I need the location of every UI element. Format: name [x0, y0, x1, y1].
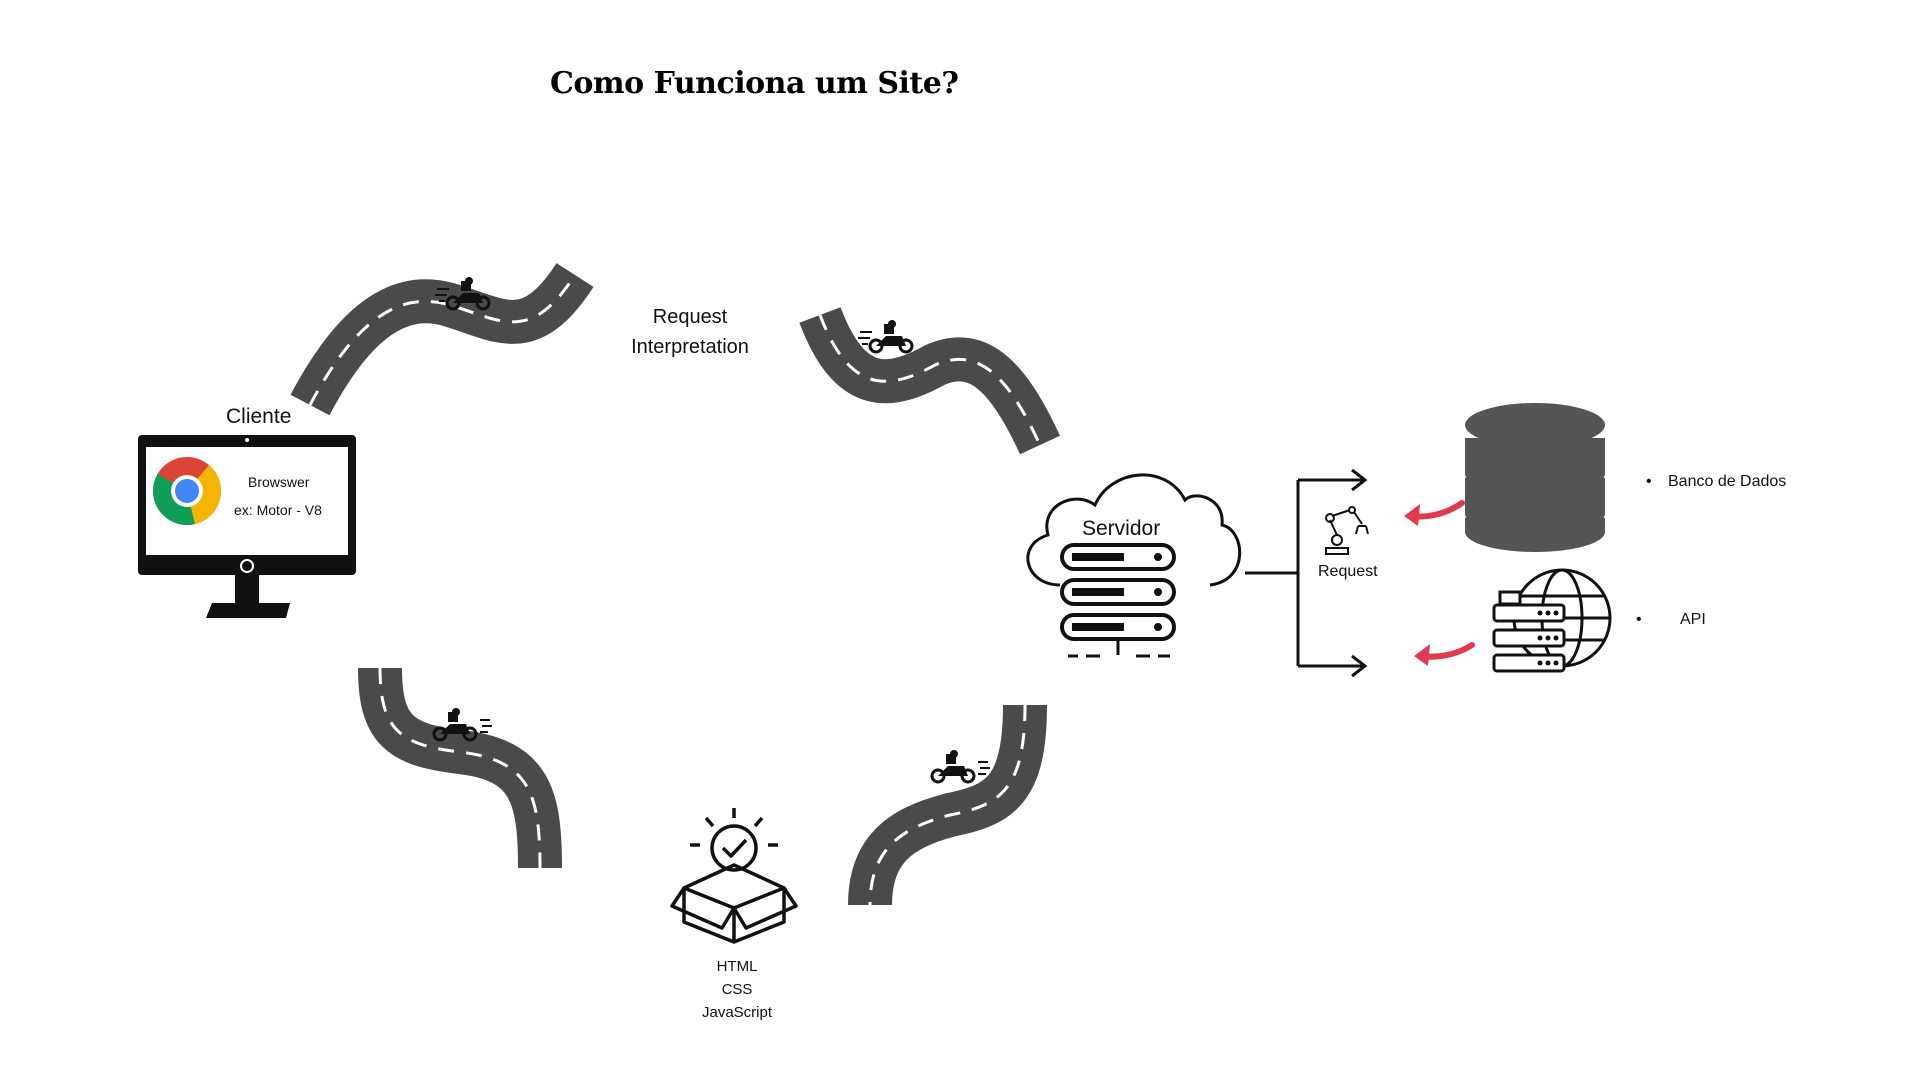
- chrome-browser-icon: [153, 457, 222, 525]
- scooter-courier-icon: [435, 277, 491, 311]
- box-checkmark-icon: [670, 808, 798, 944]
- red-arrow-icon: [1414, 642, 1475, 666]
- client-label: Cliente: [226, 405, 292, 428]
- browser-engine-label: ex: Motor - V8: [234, 502, 322, 518]
- api-bullet: •: [1636, 611, 1642, 628]
- request-label: Request: [1318, 563, 1378, 580]
- page-title: Como Funciona um Site?: [550, 66, 959, 101]
- request-interpretation-line1: Request: [652, 306, 728, 328]
- request-interpretation-line2: Interpretation: [631, 336, 749, 358]
- server-label: Servidor: [1082, 517, 1161, 540]
- api-label: API: [1680, 611, 1706, 628]
- robot-arm-icon: [1325, 506, 1369, 555]
- red-arrow-icon: [1404, 500, 1465, 526]
- database-label: Banco de Dados: [1646, 473, 1786, 491]
- browser-label: Browswer: [248, 474, 310, 490]
- cloud-server-icon: [1026, 473, 1242, 658]
- api-server-globe-icon: [1492, 568, 1612, 673]
- branch-arrows: [1245, 468, 1368, 678]
- response-html: HTML: [716, 958, 758, 975]
- road-top-left: [290, 262, 594, 416]
- response-javascript: JavaScript: [701, 1004, 773, 1021]
- api-server-lights: [1537, 610, 1559, 666]
- database-icon: [1465, 403, 1605, 552]
- scooter-courier-icon: [432, 708, 492, 742]
- road-bottom-right: [848, 704, 1047, 906]
- road-bottom-left: [358, 667, 562, 869]
- scooter-courier-icon: [930, 750, 990, 784]
- response-css: CSS: [721, 981, 753, 998]
- scooter-courier-icon: [858, 320, 914, 354]
- road-top-right: [799, 306, 1060, 455]
